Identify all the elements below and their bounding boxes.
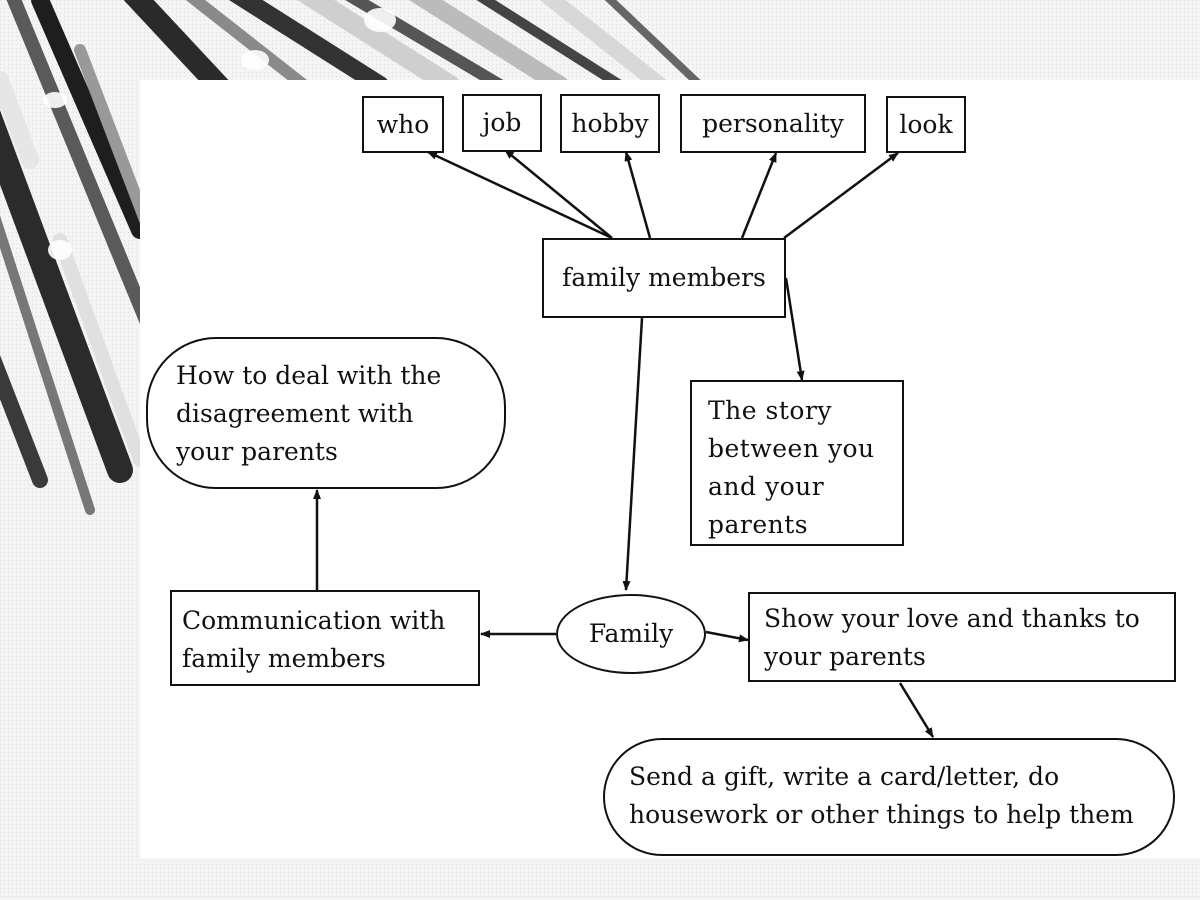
node-deal-label: How to deal with the disagreement with y… [176, 361, 442, 466]
node-job-label: job [482, 108, 522, 137]
node-communication: Communication with family members [170, 590, 480, 686]
node-hobby-label: hobby [571, 108, 649, 138]
streak-highlights [43, 8, 396, 260]
node-family: Family [556, 594, 706, 674]
node-story-label: The story between you and your parents [708, 396, 875, 539]
node-personality: personality [680, 94, 866, 153]
node-family-members-label: family members [562, 263, 766, 292]
node-job: job [462, 94, 542, 152]
node-personality-label: personality [702, 108, 844, 138]
node-look: look [886, 96, 966, 153]
node-hobby: hobby [560, 94, 660, 153]
node-deal: How to deal with the disagreement with y… [146, 337, 506, 489]
streak-lines [0, 0, 704, 515]
node-who: who [362, 96, 444, 153]
node-family-label: Family [588, 619, 674, 648]
node-who-label: who [376, 109, 430, 139]
node-family-members: family members [542, 238, 786, 318]
node-send-gift-label: Send a gift, write a card/letter, do hou… [629, 762, 1134, 829]
node-look-label: look [899, 109, 953, 139]
node-story: The story between you and your parents [690, 380, 904, 546]
node-show-love-label: Show your love and thanks to your parent… [764, 604, 1140, 671]
node-send-gift: Send a gift, write a card/letter, do hou… [603, 738, 1175, 856]
node-communication-label: Communication with family members [182, 606, 446, 673]
node-show-love: Show your love and thanks to your parent… [748, 592, 1176, 682]
